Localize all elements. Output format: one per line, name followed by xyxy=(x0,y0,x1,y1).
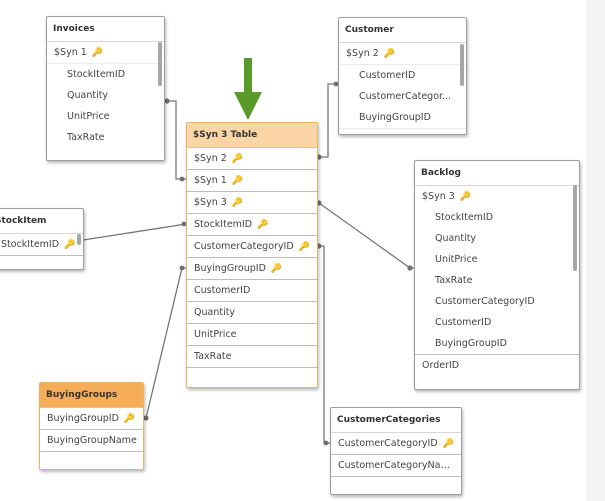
table-title: Customer xyxy=(339,18,466,43)
field-label: $Syn 2 xyxy=(346,48,379,59)
field-row[interactable]: StockItemID 🔑 xyxy=(0,234,83,256)
field-row[interactable]: BuyingGroupID xyxy=(339,107,466,129)
key-icon: 🔑 xyxy=(459,192,472,202)
table-title: $Syn 3 Table xyxy=(187,123,317,148)
field-row[interactable]: UnitPrice xyxy=(187,324,317,346)
vertical-scrollbar[interactable] xyxy=(158,42,162,86)
field-row[interactable]: BuyingGroupID xyxy=(415,333,579,355)
field-label: CustomerCategoryID xyxy=(338,438,438,449)
field-row[interactable]: $Syn 3 🔑 xyxy=(187,192,317,214)
field-row[interactable]: CustomerCategoryName xyxy=(331,455,461,477)
table-customercategories[interactable]: CustomerCategories CustomerCategoryID 🔑 C… xyxy=(330,407,462,495)
key-icon: 🔑 xyxy=(231,198,244,208)
key-icon: 🔑 xyxy=(298,242,310,252)
key-icon: 🔑 xyxy=(231,154,244,164)
table-title: StockItem xyxy=(0,209,83,234)
link-stockitem-syn3 xyxy=(82,223,187,241)
table-invoices[interactable]: Invoices $Syn 1 🔑 StockItemID Quantity Un… xyxy=(46,16,165,161)
vertical-scrollbar[interactable] xyxy=(573,185,577,271)
field-row[interactable]: CustomerCategoryID 🔑 xyxy=(187,236,317,258)
field-label: StockItemID xyxy=(1,239,60,250)
table-title: Invoices xyxy=(47,17,164,42)
field-label: BuyingGroupID xyxy=(47,413,119,424)
vertical-scrollbar[interactable] xyxy=(460,44,464,86)
key-icon: 🔑 xyxy=(64,240,76,250)
field-row[interactable]: CustomerCategoryID xyxy=(435,296,535,307)
field-row[interactable]: BuyingGroupID 🔑 xyxy=(187,258,317,280)
table-title: CustomerCategories xyxy=(331,408,461,433)
field-row[interactable]: StockItemID xyxy=(435,212,494,223)
field-row[interactable]: Quantity xyxy=(67,90,109,101)
key-icon: 🔑 xyxy=(442,439,454,449)
field-row[interactable]: TaxRate xyxy=(187,346,317,368)
field-row[interactable]: $Syn 3 🔑 xyxy=(415,186,579,207)
field-label: $Syn 1 xyxy=(54,47,87,58)
field-label: CustomerCategoryID xyxy=(194,241,294,252)
field-label: $Syn 2 xyxy=(194,153,227,164)
field-label: $Syn 3 xyxy=(422,191,455,202)
table-buyinggroups[interactable]: BuyingGroups BuyingGroupID 🔑 BuyingGroupN… xyxy=(39,382,144,470)
link-buyinggroups-syn3 xyxy=(145,267,186,419)
field-row[interactable]: UnitPrice xyxy=(435,254,478,265)
field-row[interactable]: StockItemID 🔑 xyxy=(187,214,317,236)
field-label: StockItemID xyxy=(194,219,253,230)
field-row[interactable]: $Syn 2 🔑 xyxy=(187,148,317,170)
side-panel-strip xyxy=(586,0,605,501)
table-title: BuyingGroups xyxy=(40,383,143,408)
field-label: $Syn 1 xyxy=(194,175,227,186)
field-row[interactable]: $Syn 1 🔑 xyxy=(187,170,317,192)
field-row[interactable]: Quantity xyxy=(187,302,317,324)
link-invoices-syn1 xyxy=(167,100,187,180)
vertical-scrollbar[interactable] xyxy=(77,234,81,245)
field-row[interactable]: BuyingGroupID 🔑 xyxy=(40,408,143,430)
field-row[interactable]: $Syn 2 🔑 xyxy=(339,43,466,65)
link-customer-syn2 xyxy=(319,83,336,158)
field-label: BuyingGroupID xyxy=(194,263,266,274)
field-row[interactable]: $Syn 1 🔑 xyxy=(47,42,164,64)
field-row[interactable]: CustomerID xyxy=(187,280,317,302)
table-syn3[interactable]: $Syn 3 Table $Syn 2 🔑 $Syn 1 🔑 $Syn 3 🔑 Sto… xyxy=(186,122,318,388)
field-row[interactable]: TaxRate xyxy=(67,132,105,143)
field-row[interactable]: CustomerCategor... xyxy=(359,91,452,102)
key-icon: 🔑 xyxy=(383,49,396,59)
key-icon: 🔑 xyxy=(257,220,269,230)
table-stockitem[interactable]: StockItem StockItemID 🔑 xyxy=(0,208,84,270)
field-row[interactable]: OrderID xyxy=(422,360,460,371)
key-icon: 🔑 xyxy=(231,176,244,186)
field-row[interactable]: CustomerID xyxy=(435,317,492,328)
table-backlog[interactable]: Backlog $Syn 3 🔑 StockItemID Quantity Uni… xyxy=(414,160,580,390)
field-label: $Syn 3 xyxy=(194,197,227,208)
arrow-down-icon xyxy=(234,58,262,120)
data-model-canvas[interactable]: Invoices $Syn 1 🔑 StockItemID Quantity Un… xyxy=(0,0,586,501)
field-row[interactable]: CustomerID xyxy=(359,70,416,81)
field-row[interactable]: Quantity xyxy=(435,233,477,244)
key-icon: 🔑 xyxy=(91,48,104,58)
field-row[interactable]: StockItemID xyxy=(67,69,126,80)
field-row[interactable]: TaxRate xyxy=(435,275,473,286)
field-row[interactable]: UnitPrice xyxy=(67,111,110,122)
field-row[interactable]: CustomerCategoryID 🔑 xyxy=(331,433,461,455)
key-icon: 🔑 xyxy=(270,264,283,274)
table-title: Backlog xyxy=(415,161,579,186)
key-icon: 🔑 xyxy=(123,414,136,424)
field-row[interactable]: BuyingGroupName xyxy=(40,430,143,452)
table-customer[interactable]: Customer $Syn 2 🔑 CustomerID CustomerCate… xyxy=(338,17,467,135)
link-syn3-backlog xyxy=(318,202,415,269)
